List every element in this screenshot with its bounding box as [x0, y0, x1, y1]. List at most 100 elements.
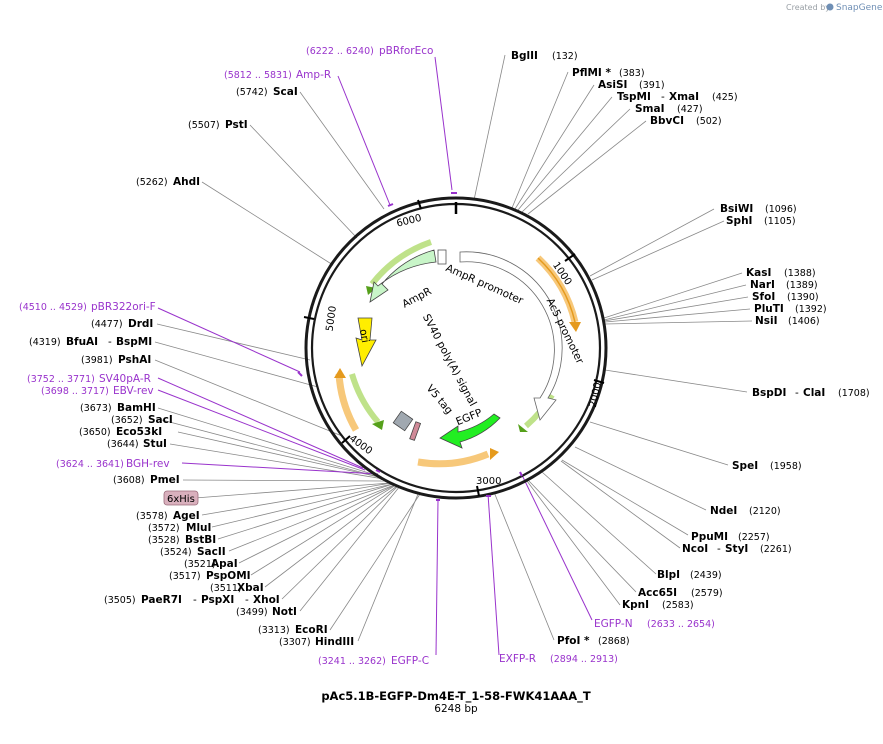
site-bsiwi-label: BsiWI — [720, 203, 753, 215]
primer-egfpc-position: (3241 .. 3262) — [318, 656, 386, 667]
ac5-promoter-label: Ac5 promoter — [544, 296, 586, 366]
site-pmei-position: (3608) — [113, 475, 145, 486]
site-ecori-label: EcoRI — [295, 624, 328, 636]
site-eco53ki-position: (3650) — [79, 427, 111, 438]
site-bamhi-label: BamHI — [117, 402, 156, 414]
orf-arrow-ampr — [369, 239, 433, 286]
primer-exfpr-label: EXFP-R — [499, 653, 536, 665]
site-bsiwi-position: (1096) — [765, 204, 797, 215]
site-nari-position: (1389) — [786, 280, 818, 291]
site-nsii-position: (1406) — [788, 316, 820, 327]
primer-bghrev-label: BGH-rev — [126, 458, 170, 470]
sv40-box — [392, 410, 414, 432]
site-bspdi-label: BspDI — [752, 387, 786, 399]
site-agei-label: AgeI — [173, 510, 200, 522]
site-kpni-label: KpnI — [622, 599, 649, 611]
site-psti-label: PstI — [225, 119, 248, 131]
site-ecori-position: (3313) — [258, 625, 290, 636]
primer-pbr322orif-position: (4510 .. 4529) — [19, 302, 87, 313]
site-psti-position: (5507) — [188, 120, 220, 131]
site-styi-position: (2261) — [760, 544, 792, 555]
tick-label-2000: 2000 — [588, 381, 604, 408]
orf-arrow-3000 — [417, 450, 490, 468]
site-xhoi-label: XhoI — [253, 594, 280, 606]
primer-ebvrev-label: EBV-rev — [113, 385, 154, 397]
primer-egfpn-position: (2633 .. 2654) — [647, 619, 715, 630]
site-saci-position: (3652) — [111, 415, 143, 426]
site-mlui-label: MluI — [186, 522, 211, 534]
site-bbvci-label: BbvCI — [650, 115, 684, 127]
snapgene-logo-icon — [826, 3, 834, 11]
plasmid-size: 6248 bp — [434, 703, 478, 715]
separator-dash-3: - — [193, 594, 197, 606]
primer-egfpn-label: EGFP-N — [594, 618, 633, 630]
primer-pbrforeco-position: (6222 .. 6240) — [306, 46, 374, 57]
separator-dash-2: - — [717, 543, 721, 555]
site-eco53ki-label: Eco53kI — [116, 426, 162, 438]
site-sphi-position: (1105) — [764, 216, 796, 227]
site-asisi-position: (391) — [639, 80, 665, 91]
site-bamhi-position: (3673) — [80, 403, 112, 414]
site-bstbi-position: (3528) — [148, 535, 180, 546]
site-sacii-label: SacII — [197, 546, 226, 558]
separator-dash-0: - — [661, 91, 665, 103]
scale-ticks — [303, 199, 605, 497]
primer-egfpc-label: EGFP-C — [391, 655, 429, 667]
primer-pbr322orif-label: pBR322ori-F — [91, 301, 156, 313]
site-spei-label: SpeI — [732, 460, 758, 472]
site-pmei-label: PmeI — [150, 474, 180, 486]
site-pspomi-label: PspOMI — [206, 570, 251, 582]
site-smai-label: SmaI — [635, 103, 665, 115]
site-stui-label: StuI — [143, 438, 167, 450]
primer-sv40par-position: (3752 .. 3771) — [27, 374, 95, 385]
tick-label-3000: 3000 — [476, 476, 501, 487]
site-paer7i-label: PaeR7I — [141, 594, 182, 606]
site-ahdi-position: (5262) — [136, 177, 168, 188]
site-nsii-label: NsiI — [755, 315, 778, 327]
backbone-outer — [304, 196, 608, 500]
tick-label-5000: 5000 — [325, 305, 339, 332]
site-bglii-position: (132) — [552, 51, 578, 62]
site-xbai-label: XbaI — [237, 582, 264, 594]
orf-arrow-ac5-edge — [537, 257, 576, 323]
orf-arrowhead-sv40 — [372, 420, 384, 430]
primer-ebvrev-position: (3698 .. 3717) — [41, 386, 109, 397]
site-pluti-label: PluTI — [754, 303, 784, 315]
primer-exfpr-position: (2894 .. 2913) — [550, 654, 618, 665]
orf-arrowhead-egfp-outer — [518, 424, 528, 432]
separator-dash-1: - — [795, 387, 799, 399]
site-bfuai-label: BfuAI — [66, 336, 98, 348]
site-pflmi-position: (383) — [619, 68, 645, 79]
separator-dash-4: - — [245, 594, 249, 606]
ori-feature — [355, 317, 377, 368]
primer-bghrev-position: (3624 .. 3641) — [56, 459, 124, 470]
site-ndei-label: NdeI — [710, 505, 737, 517]
ac5-promoter-feature — [459, 251, 563, 421]
site-sphi-label: SphI — [726, 215, 752, 227]
site-ppumi-label: PpuMI — [691, 531, 728, 543]
v5-tag-label: V5 tag — [424, 383, 455, 417]
site-pfoi-position: (2868) — [598, 636, 630, 647]
site-leader-lines — [154, 54, 753, 642]
site-clai-label: ClaI — [803, 387, 825, 399]
site-kasi-position: (1388) — [784, 268, 816, 279]
site-acc65i-position: (2579) — [691, 588, 723, 599]
site-drdi-label: DrdI — [128, 318, 153, 330]
site-noti-label: NotI — [272, 606, 297, 618]
site-scai-label: ScaI — [273, 86, 298, 98]
orf-arrow-sv40 — [349, 373, 381, 424]
site-noti-position: (3499) — [236, 607, 268, 618]
site-kpni-position: (2583) — [662, 600, 694, 611]
site-clai-position: (1708) — [838, 388, 870, 399]
site-sfoi-label: SfoI — [752, 291, 775, 303]
site-smai-position: (427) — [677, 104, 703, 115]
primer-marks — [297, 192, 523, 501]
site-xmai-label: XmaI — [669, 91, 699, 103]
site-pfoi-label: PfoI * — [557, 635, 590, 647]
orf-arrowhead-3000 — [490, 448, 499, 460]
primer-ampr-position: (5812 .. 5831) — [224, 70, 292, 81]
site-hindiii-position: (3307) — [279, 637, 311, 648]
site-stui-position: (3644) — [107, 439, 139, 450]
